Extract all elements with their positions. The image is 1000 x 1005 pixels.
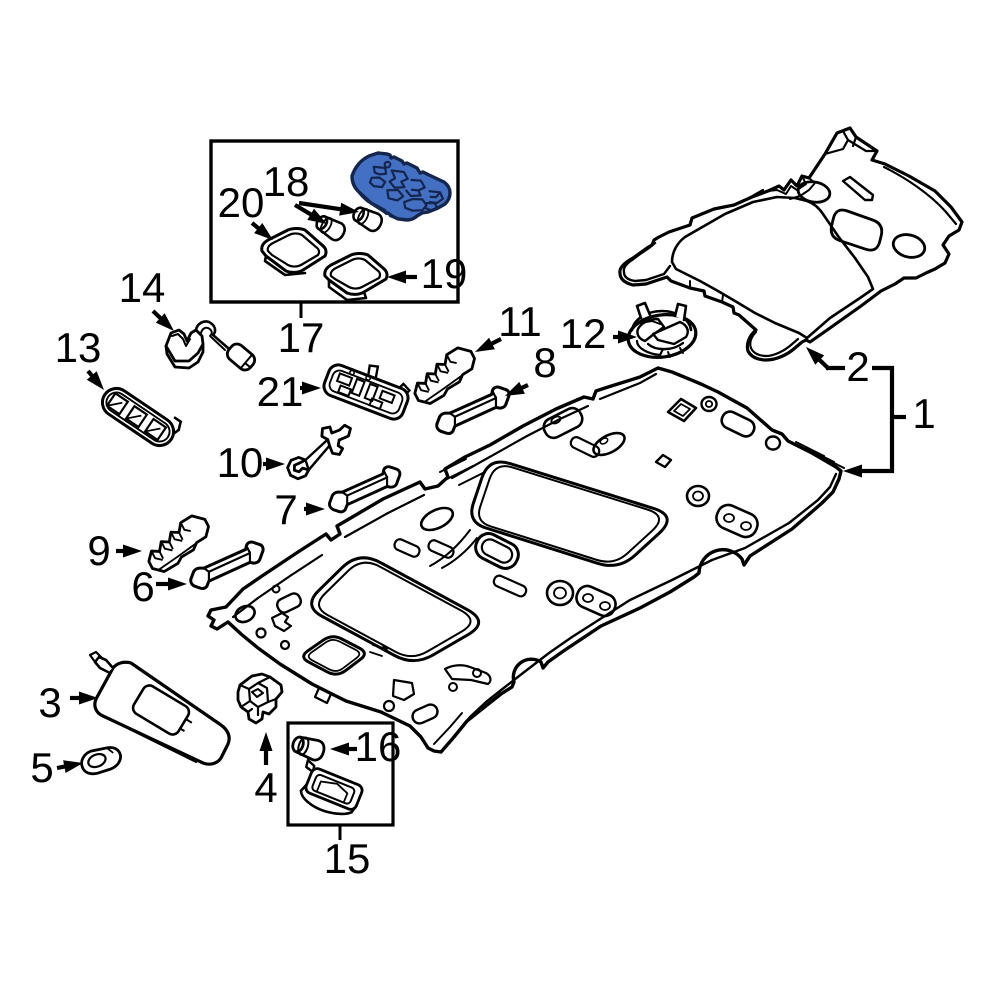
svg-text:20: 20 bbox=[218, 179, 265, 226]
svg-text:11: 11 bbox=[498, 298, 542, 345]
svg-text:15: 15 bbox=[324, 835, 371, 882]
svg-text:19: 19 bbox=[421, 250, 468, 297]
svg-text:7: 7 bbox=[274, 486, 297, 533]
svg-text:4: 4 bbox=[254, 764, 277, 811]
svg-text:5: 5 bbox=[30, 744, 53, 791]
svg-text:10: 10 bbox=[217, 439, 264, 486]
svg-text:18: 18 bbox=[263, 158, 310, 205]
svg-text:3: 3 bbox=[38, 679, 61, 726]
svg-text:16: 16 bbox=[355, 723, 402, 770]
svg-text:6: 6 bbox=[131, 563, 154, 610]
svg-text:1: 1 bbox=[912, 390, 935, 437]
svg-text:17: 17 bbox=[278, 314, 325, 361]
svg-text:8: 8 bbox=[533, 339, 556, 386]
svg-text:9: 9 bbox=[87, 527, 110, 574]
svg-text:14: 14 bbox=[119, 264, 166, 311]
svg-text:12: 12 bbox=[560, 310, 607, 357]
svg-text:13: 13 bbox=[55, 324, 102, 371]
svg-text:2: 2 bbox=[846, 343, 869, 390]
svg-text:21: 21 bbox=[257, 368, 304, 415]
